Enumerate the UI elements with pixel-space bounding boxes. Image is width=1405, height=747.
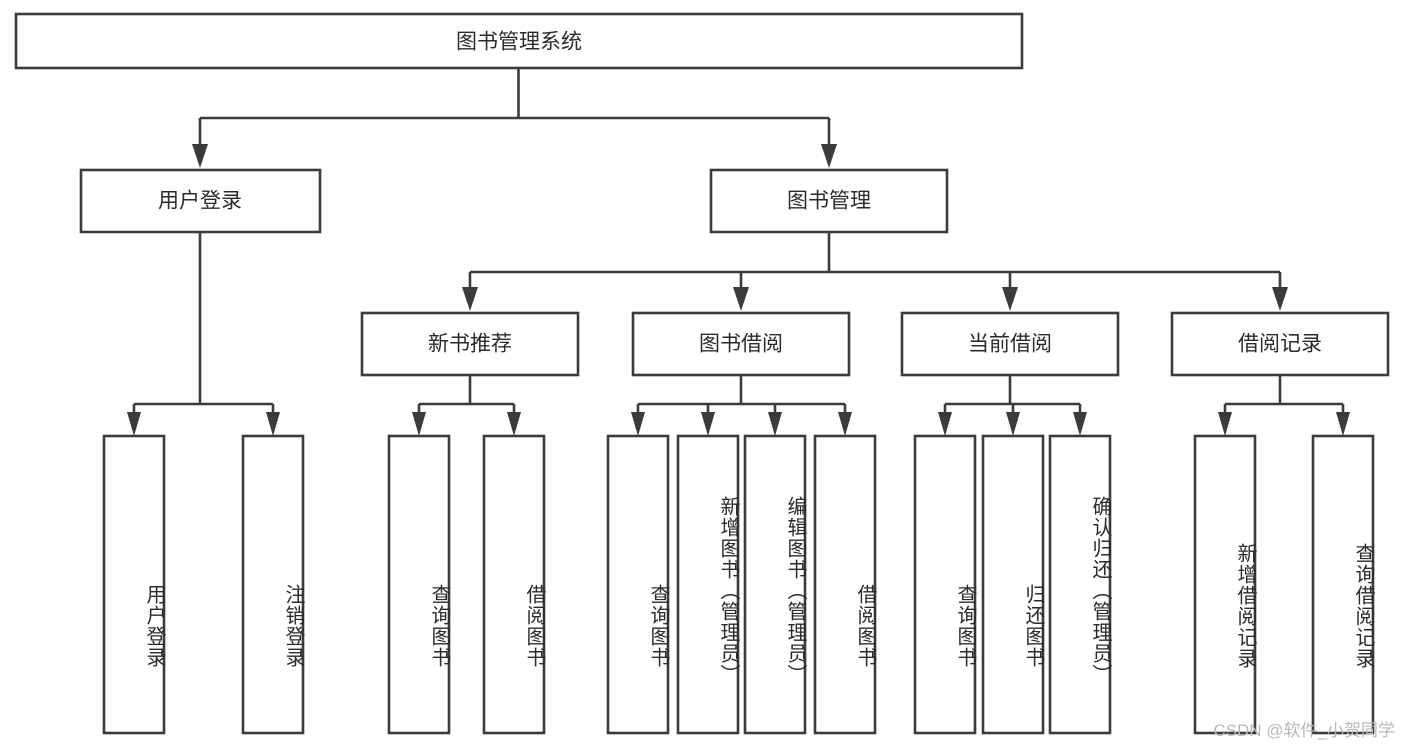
leaf-user-login-box[interactable] — [102, 434, 166, 735]
leaf-logout-login-box[interactable] — [241, 434, 305, 735]
arrow-bb-leaf-1 — [631, 412, 645, 436]
arrow-cb-leaf-1 — [938, 412, 952, 436]
node-book-borrow-box[interactable] — [631, 311, 851, 377]
arrow-to-borrow-record — [1272, 287, 1288, 311]
arrow-to-current-borrow — [1002, 287, 1018, 311]
arrow-to-new-book-recommend — [462, 287, 478, 311]
arrow-br-leaf-2 — [1336, 412, 1350, 436]
connector-layer — [127, 68, 1350, 436]
arrow-br-leaf-1 — [1218, 412, 1232, 436]
node-borrow-record[interactable]: 借阅记录 — [1170, 311, 1390, 377]
node-root-box[interactable] — [14, 12, 1024, 70]
leaf-boxes-layer — [102, 434, 1375, 735]
node-new-book-recommend-box[interactable] — [360, 311, 580, 377]
leaf-add-borrow-record-box[interactable] — [1193, 434, 1257, 735]
node-book-management-label: 图书管理 — [787, 190, 871, 213]
arrow-bb-leaf-3 — [768, 412, 782, 436]
arrow-cb-leaf-3 — [1073, 412, 1087, 436]
arrow-nbr-leaf-2 — [507, 412, 521, 436]
arrow-root-to-user-login — [192, 144, 208, 168]
leaf-query-borrow-record-box[interactable] — [1311, 434, 1375, 735]
leaf-add-book-admin-box[interactable] — [676, 434, 740, 735]
leaf-query-book-3-box[interactable] — [913, 434, 977, 735]
leaf-query-book-1-box[interactable] — [387, 434, 451, 735]
node-book-borrow-label: 图书借阅 — [699, 333, 783, 356]
node-borrow-record-label: 借阅记录 — [1238, 333, 1322, 356]
node-root-label: 图书管理系统 — [456, 31, 582, 54]
node-borrow-record-box[interactable] — [1170, 311, 1390, 377]
node-root[interactable]: 图书管理系统 — [14, 12, 1024, 70]
node-current-borrow[interactable]: 当前借阅 — [900, 311, 1120, 377]
node-user-login-box[interactable] — [79, 168, 322, 234]
node-book-management-box[interactable] — [709, 168, 949, 234]
leaf-return-book-box[interactable] — [981, 434, 1045, 735]
arrow-user-login-leaf-1 — [127, 412, 141, 436]
node-current-borrow-label: 当前借阅 — [968, 333, 1052, 356]
node-book-borrow[interactable]: 图书借阅 — [631, 311, 851, 377]
leaf-confirm-return-admin-box[interactable] — [1048, 434, 1112, 735]
node-new-book-recommend-label: 新书推荐 — [428, 333, 512, 356]
arrow-bb-leaf-2 — [701, 412, 715, 436]
arrow-user-login-leaf-2 — [266, 412, 280, 436]
node-user-login[interactable]: 用户登录 — [79, 168, 322, 234]
arrow-to-book-borrow — [733, 287, 749, 311]
leaf-query-book-2-box[interactable] — [606, 434, 670, 735]
leaf-edit-book-admin-box[interactable] — [743, 434, 807, 735]
leaf-borrow-book-2-box[interactable] — [813, 434, 877, 735]
arrow-cb-leaf-2 — [1006, 412, 1020, 436]
leaf-borrow-book-1-box[interactable] — [482, 434, 546, 735]
arrow-nbr-leaf-1 — [412, 412, 426, 436]
node-current-borrow-box[interactable] — [900, 311, 1120, 377]
node-new-book-recommend[interactable]: 新书推荐 — [360, 311, 580, 377]
node-book-management[interactable]: 图书管理 — [709, 168, 949, 234]
arrow-root-to-book-management — [821, 144, 837, 168]
node-user-login-label: 用户登录 — [158, 190, 242, 213]
csdn-watermark: CSDN @软件_小贺同学 — [1213, 721, 1395, 740]
arrow-bb-leaf-4 — [838, 412, 852, 436]
